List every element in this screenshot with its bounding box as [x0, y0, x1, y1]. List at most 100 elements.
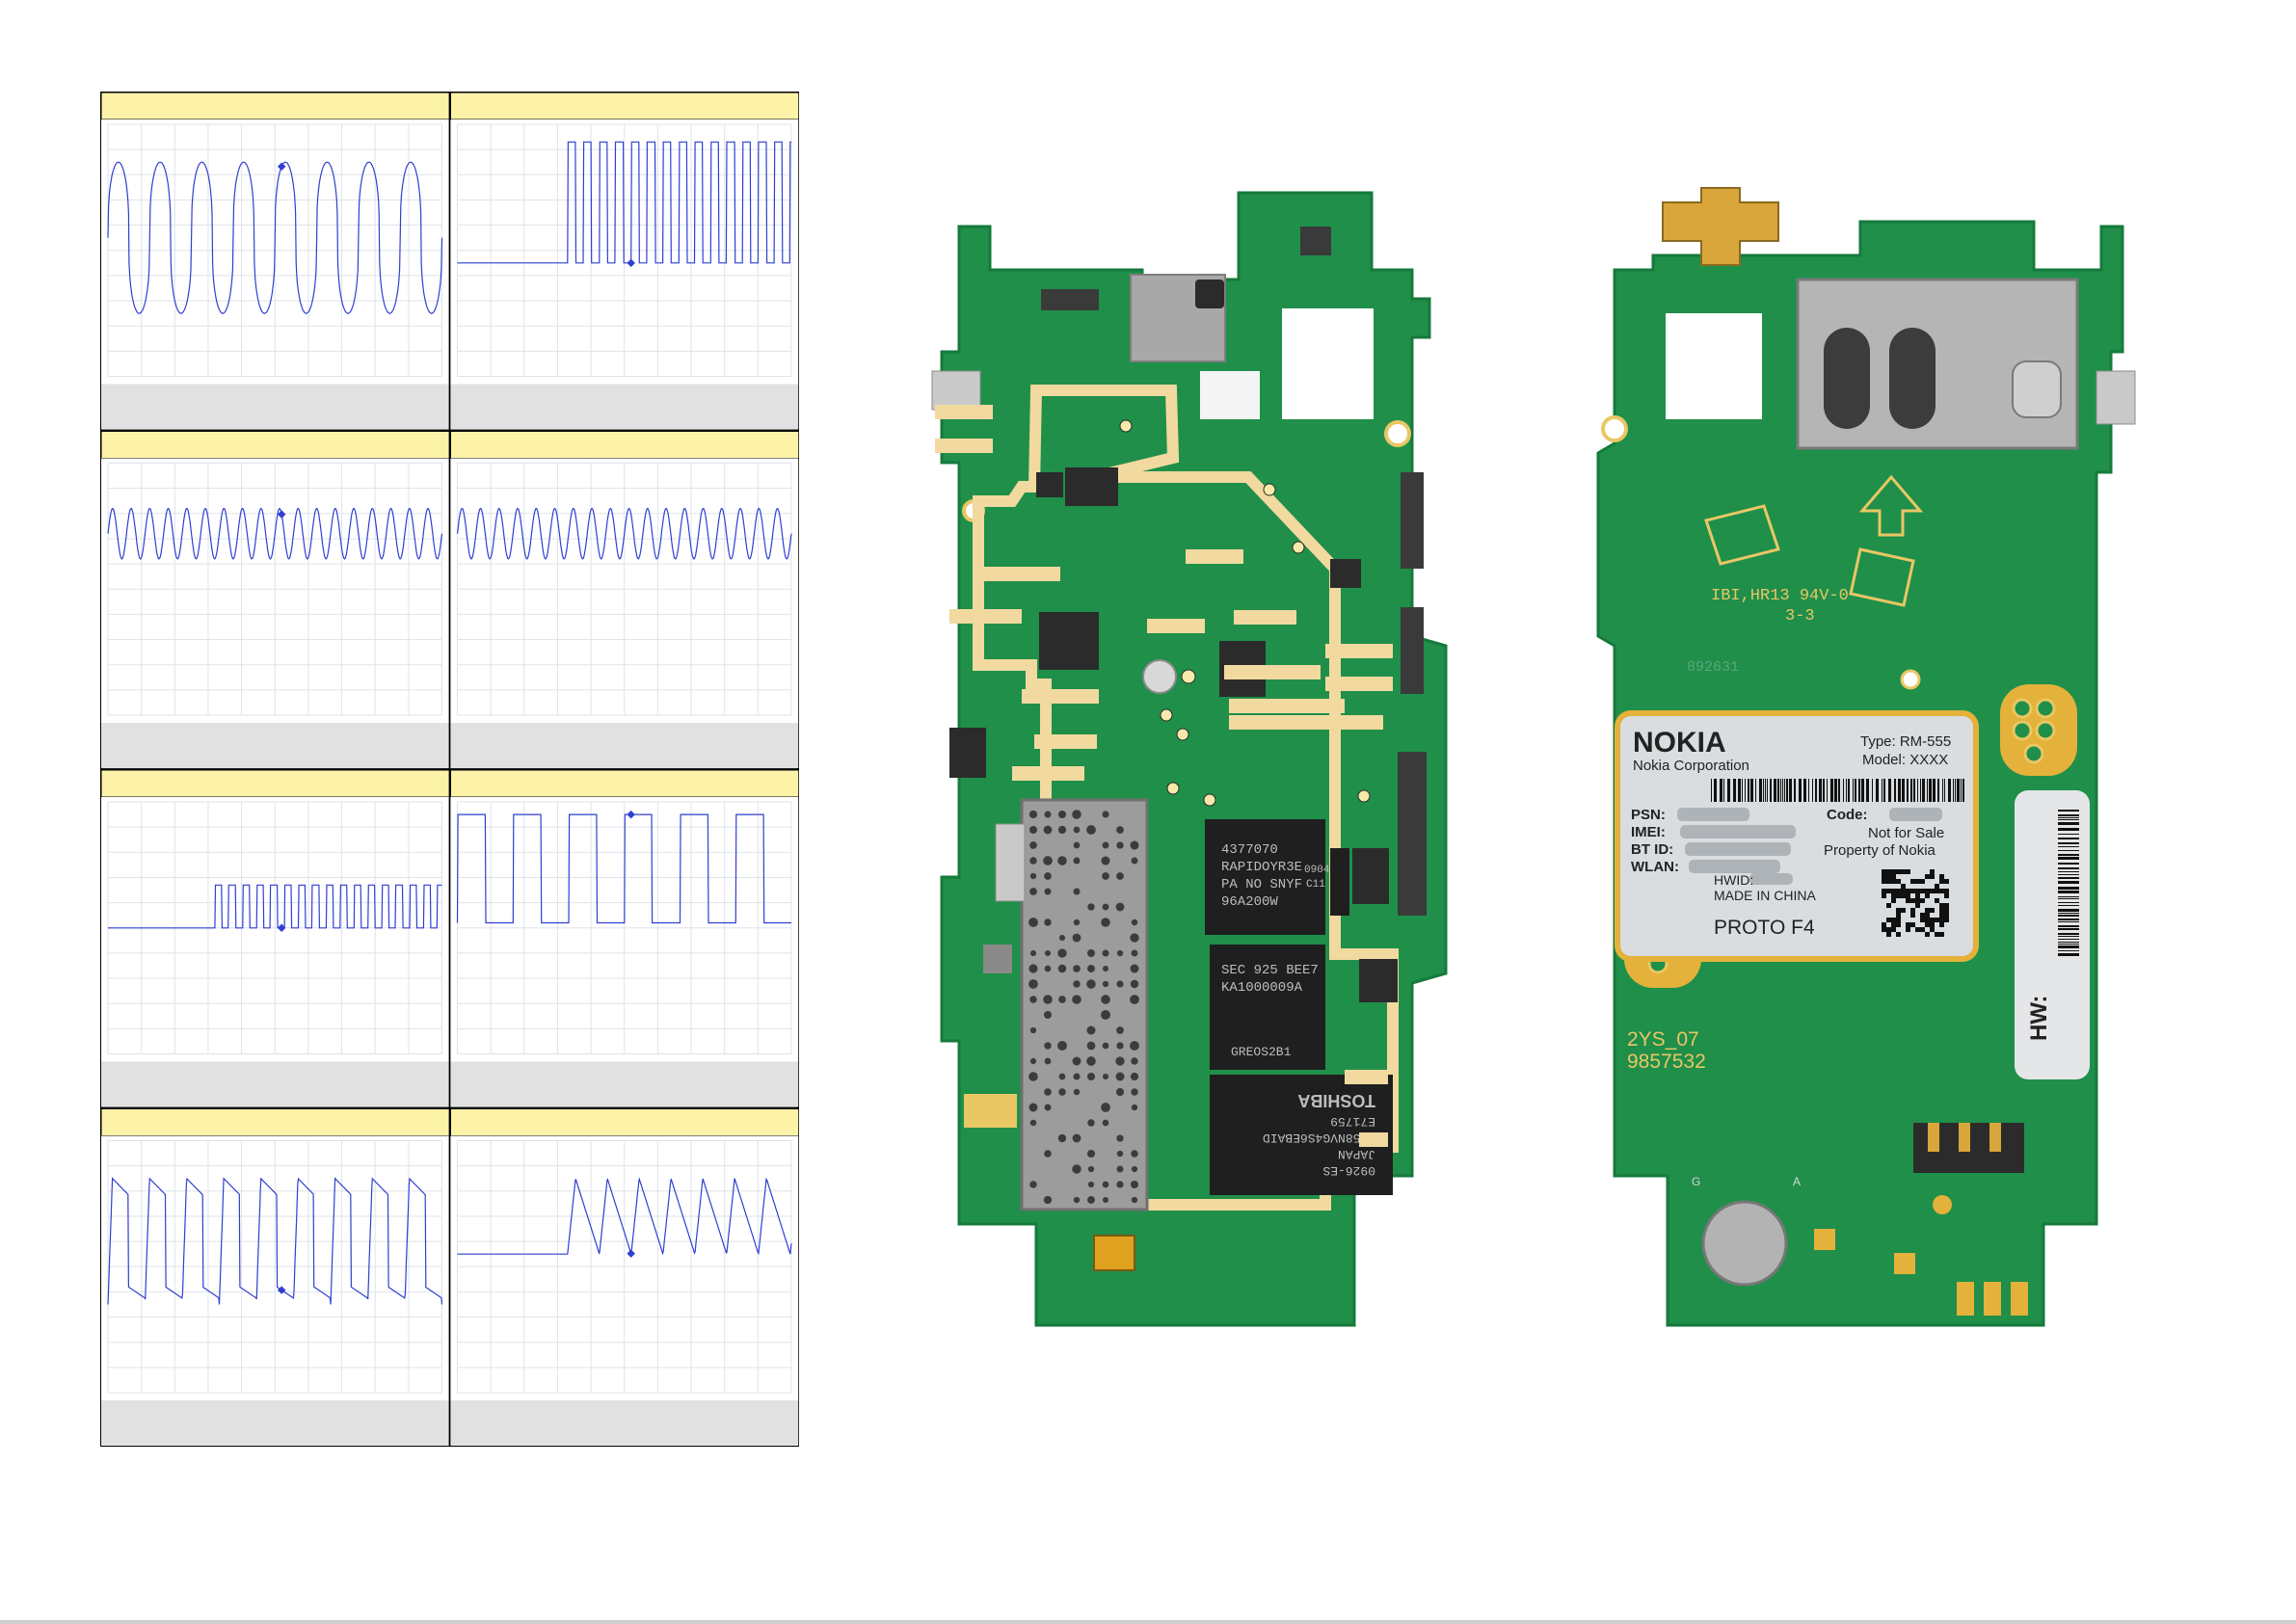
- chip: [1359, 959, 1398, 1002]
- vent-hole: [1131, 1057, 1138, 1065]
- side-barcode-bar: [2058, 838, 2079, 839]
- trace-marker: [277, 1286, 286, 1294]
- qr-module: [1939, 932, 1944, 937]
- label-proto: PROTO F4: [1714, 917, 1815, 939]
- board-cutout: [1666, 313, 1762, 419]
- vent-hole: [1058, 1088, 1066, 1096]
- waveform-trace: [108, 884, 442, 929]
- waveform-trace: [107, 507, 443, 560]
- vent-hole: [1057, 964, 1067, 973]
- label-hwid: HWID:: [1714, 872, 1753, 888]
- chip-marking-u1-side: 0904: [1304, 865, 1330, 876]
- vent-hole: [1087, 1165, 1095, 1173]
- chip-marking-u3-line: 0926-ES: [1322, 1163, 1375, 1178]
- vent-hole: [1087, 949, 1095, 957]
- trace-marker: [627, 1249, 635, 1258]
- side-barcode-bar: [2058, 854, 2079, 856]
- vent-hole: [1116, 826, 1124, 834]
- chip: [1039, 612, 1099, 670]
- callout-bar: [1186, 549, 1243, 564]
- vent-hole: [1028, 810, 1038, 819]
- callout-bar: [1012, 766, 1084, 781]
- waveform-trace: [107, 161, 443, 314]
- vent-hole: [1073, 980, 1081, 988]
- panel-footer: [450, 723, 799, 768]
- arrow-up-icon: [1858, 474, 1924, 537]
- connector-strip: [1041, 289, 1099, 310]
- panel-header: [100, 92, 450, 120]
- vent-hole: [1073, 1073, 1081, 1080]
- silkscreen-code: 2YS_07: [1627, 1028, 1699, 1051]
- label-btid: BT ID:: [1631, 841, 1673, 858]
- qr-module: [1882, 893, 1886, 898]
- vent-hole: [1044, 1104, 1052, 1111]
- vent-hole: [1130, 1041, 1139, 1051]
- vent-hole: [1102, 1181, 1109, 1188]
- vent-hole: [1116, 1181, 1124, 1188]
- barcode-bar: [1855, 779, 1856, 802]
- oscilloscope-panel: [448, 768, 799, 1109]
- vent-hole: [1028, 1103, 1038, 1112]
- contact-pads: [1957, 1282, 2028, 1316]
- qr-module: [1939, 874, 1944, 879]
- vent-hole: [1044, 1057, 1052, 1065]
- pcb-front-side: 4377070 RAPIDOYR3E PA NO SNYF 96A200W 09…: [931, 191, 1448, 1327]
- page-bottom-edge: [0, 1620, 2296, 1624]
- barcode-bar: [1861, 779, 1864, 802]
- callout-bar: [974, 567, 1060, 581]
- callout-dot: [1203, 793, 1216, 807]
- qr-module: [1886, 918, 1891, 922]
- side-barcode-bar: [2058, 814, 2079, 816]
- barcode-bar: [1812, 779, 1813, 802]
- side-barcode-bar: [2058, 850, 2079, 851]
- barcode-bar: [1714, 779, 1717, 802]
- vent-hole: [1057, 948, 1067, 958]
- barcode-bar: [1765, 779, 1766, 802]
- callout-bar: [1234, 610, 1296, 625]
- silkscreen-ul: IBI,HR13 94V-0: [1711, 587, 1849, 605]
- barcode-bar: [1838, 779, 1840, 802]
- qr-module: [1939, 913, 1944, 918]
- qr-module: [1935, 898, 1939, 903]
- vent-hole: [1029, 1057, 1037, 1065]
- qr-module: [1891, 874, 1896, 879]
- vent-hole: [1044, 918, 1052, 926]
- callout-bar: [935, 439, 993, 453]
- callout-dot: [1181, 669, 1196, 684]
- vent-hole: [1116, 949, 1124, 957]
- qr-module: [1906, 898, 1910, 903]
- qr-module: [1944, 908, 1949, 913]
- qr-module: [1920, 913, 1925, 918]
- vent-hole: [1044, 1088, 1052, 1096]
- panel-header: [450, 1108, 799, 1136]
- vent-hole: [1043, 995, 1053, 1004]
- vent-hole: [1131, 857, 1138, 865]
- barcode-bar: [1927, 779, 1928, 802]
- qr-module: [1944, 913, 1949, 918]
- panel-footer: [101, 723, 450, 768]
- qr-module: [1886, 874, 1891, 879]
- qr-module: [1891, 879, 1896, 884]
- gold-pad: [964, 1094, 1017, 1128]
- qr-module: [1920, 927, 1925, 932]
- barcode-bar: [1727, 779, 1730, 802]
- chip-marking-u2-line: SEC 925 BEE7: [1221, 963, 1319, 978]
- label-sticker: [1200, 371, 1260, 419]
- vent-hole: [1044, 872, 1052, 880]
- qr-module: [1886, 889, 1891, 893]
- qr-module: [1886, 932, 1891, 937]
- vent-hole: [1073, 918, 1081, 926]
- side-barcode-bar: [2058, 877, 2079, 879]
- barcode-bar: [1858, 779, 1860, 802]
- barcode-bar: [1819, 779, 1822, 802]
- vent-hole: [1102, 903, 1109, 911]
- barcode-bar: [1929, 779, 1932, 802]
- vent-hole: [1029, 857, 1037, 865]
- vent-hole: [1086, 825, 1096, 835]
- vent-hole: [1101, 1010, 1110, 1020]
- label-model: Model: XXXX: [1862, 752, 1948, 768]
- qr-module: [1939, 879, 1944, 884]
- barcode-bar: [1774, 779, 1776, 802]
- qr-module: [1882, 874, 1886, 879]
- side-barcode-bar: [2058, 915, 2079, 917]
